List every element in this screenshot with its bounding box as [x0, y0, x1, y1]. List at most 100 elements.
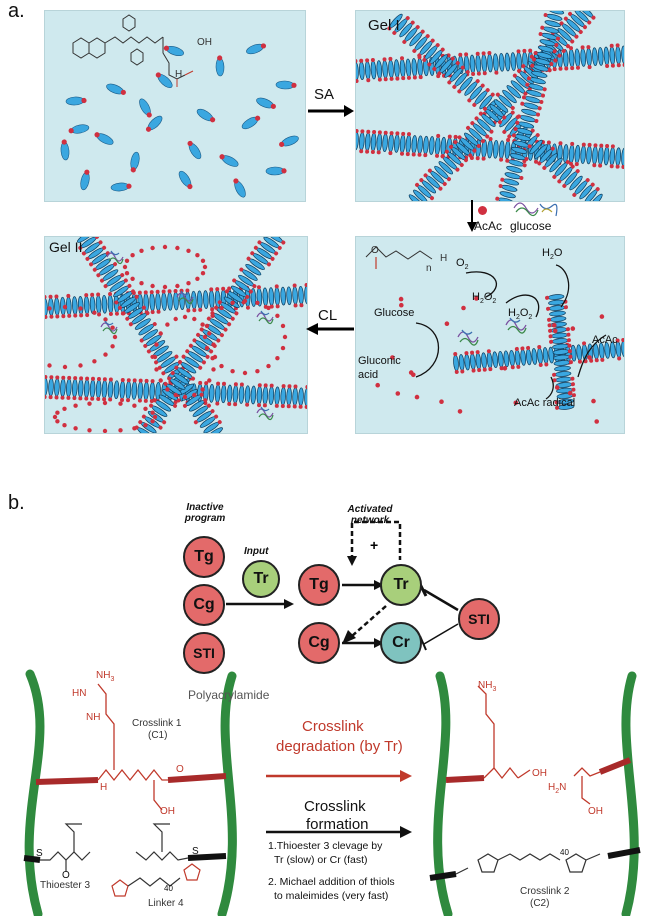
panel-monomers: OH H [44, 10, 306, 202]
input-label: Input [244, 546, 269, 557]
crosslink-loop [122, 244, 208, 290]
acac-dot [474, 296, 479, 301]
acac-dot [587, 355, 592, 360]
glucose-reagent-label: glucose [510, 219, 552, 233]
enzyme-blob [505, 317, 527, 334]
step-2-line-2: to maleimides (very fast) [274, 890, 389, 902]
acac-dot [552, 323, 557, 328]
mech-gluconic: Gluconic [358, 355, 401, 367]
acac-dot [594, 419, 599, 424]
gel-2-fibers [45, 237, 307, 433]
crosslink-loop [47, 304, 118, 370]
crosslink-1-nh3: NH3 [96, 670, 115, 683]
node-cr-active: Cr [380, 622, 422, 664]
formation-label-2: formation [306, 816, 369, 833]
gel-fiber [545, 294, 576, 410]
mech-chem-n: n [426, 263, 432, 274]
enzyme-blob [106, 250, 124, 265]
mech-chem-o: O [371, 245, 379, 256]
monomer-molecule [94, 132, 114, 145]
acac-dot [461, 305, 466, 311]
crosslink-1-oh: OH [160, 806, 175, 817]
mechanism-arrow [555, 264, 570, 308]
crosslink-loop [152, 314, 218, 400]
node-tg-active: Tg [298, 564, 340, 606]
mechanism-arrow [545, 376, 554, 400]
product-oh-serine: OH [588, 806, 603, 817]
monomer-molecule [139, 98, 152, 118]
mech-h2o2-b: H2O2 [508, 307, 533, 322]
enzyme-blob [176, 290, 194, 305]
crosslink-1-hn: HN [72, 688, 87, 699]
linker-label: Linker 4 [148, 898, 184, 909]
polyacrylamide-label: Polyacrylamide [188, 688, 270, 702]
acac-dot-icon [478, 206, 487, 215]
crosslink-2-label: Crosslink 2 [520, 886, 570, 897]
mechanism-arrow [415, 322, 439, 378]
mech-h2o2-a: H2O2 [472, 291, 497, 306]
monomer-molecule [60, 139, 70, 161]
degradation-label-1: Crosslink [302, 718, 364, 735]
step-2-line-1: 2. Michael addition of thiols [268, 876, 395, 888]
mechanism-arrow [505, 294, 540, 318]
panel-mechanism: O n H O2 H2O H2O2 H2O2 Glucose Gluconic … [355, 236, 625, 434]
gel-1-fibers [356, 11, 624, 201]
feedback-plus: + [370, 537, 378, 553]
linker-40: 40 [164, 884, 173, 893]
part-b-label: b. [8, 492, 25, 514]
node-sti-active: STI [458, 598, 500, 640]
monomer-h-label: H [175, 69, 183, 80]
crosslink-1-h: H [100, 782, 108, 793]
monomer-structure-icon [72, 14, 194, 87]
monomer-molecule [219, 154, 239, 167]
acac-dot [398, 296, 404, 302]
acac-dot [414, 394, 420, 400]
mech-acac-radical: AcAc radical [514, 397, 576, 409]
crosslink-1-nh: NH [86, 712, 101, 723]
mech-glucose: Glucose [374, 307, 415, 319]
mechanism-arrow [465, 271, 498, 298]
crosslink-2-abbr: (C2) [530, 898, 550, 909]
acac-dot [591, 398, 596, 404]
monomer-oh-label: OH [197, 37, 212, 48]
monomer-molecule [187, 140, 202, 160]
inactive-program-label: Inactive program [184, 502, 226, 524]
crosslink-1-o: O [176, 764, 184, 775]
crosslink-scheme [23, 669, 641, 916]
crosslink-loop [202, 298, 288, 376]
acac-reagent-label: AcAc [474, 219, 503, 233]
acac-dot [599, 314, 605, 319]
monomer-molecule [163, 45, 184, 57]
monomer-molecule [155, 72, 173, 89]
panel-gel-1: Gel I [355, 10, 625, 202]
enzyme-icon [513, 202, 558, 217]
left-arrow-icon [306, 323, 354, 335]
down-arrow-icon [467, 200, 477, 232]
node-tr-active: Tr [380, 564, 422, 606]
acac-dot [457, 409, 463, 414]
acac-dot [567, 390, 573, 396]
product-oh-acid: OH [532, 768, 547, 779]
monomer-chain [365, 246, 433, 260]
enzyme-blob [256, 310, 274, 325]
acac-dot [502, 366, 508, 371]
part-a-label: a. [8, 0, 25, 22]
monomer-molecule [178, 170, 193, 190]
step-1-line-1: 1.Thioester 3 clevage by [268, 840, 383, 852]
enzyme-blob [256, 406, 274, 421]
step-1-line-2: Tr (slow) or Cr (fast) [274, 854, 368, 866]
monomer-molecule [65, 96, 87, 106]
product-h2n: H2N [548, 782, 567, 795]
acac-dot [375, 382, 380, 388]
node-tr-input: Tr [242, 560, 280, 598]
crosslink-1-label: Crosslink 1 [132, 718, 182, 729]
monomer-molecule [130, 151, 140, 173]
monomer-molecule [110, 182, 132, 192]
node-cg-inactive: Cg [183, 584, 225, 626]
thioester-o: O [62, 870, 70, 881]
monomer-molecule [80, 169, 90, 191]
mech-chem-h: H [440, 253, 448, 264]
acac-dot [399, 302, 404, 308]
crosslink-loop [52, 400, 158, 433]
gel-fiber [495, 11, 565, 201]
